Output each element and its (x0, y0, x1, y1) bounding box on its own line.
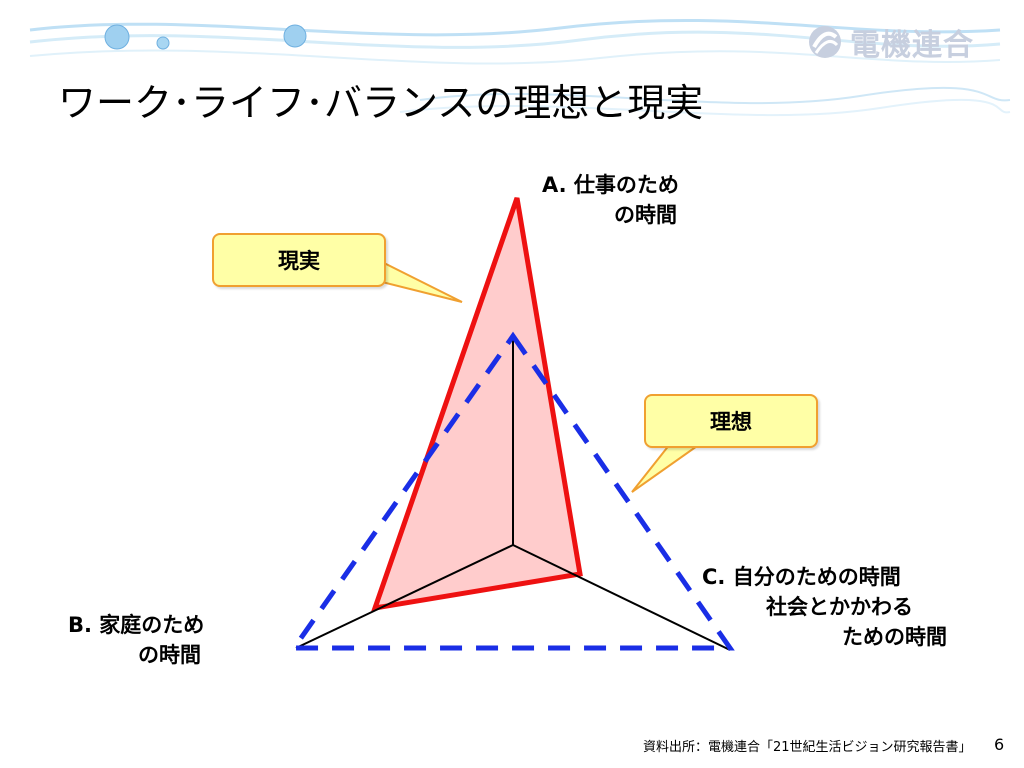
axis-a-label-line1: A. 仕事のため (542, 173, 679, 197)
axis-b-label-line1: B. 家庭のため (68, 613, 205, 637)
logo-text: 電機連合 (850, 28, 974, 63)
axis-b-label: B. 家庭のため の時間 (68, 610, 204, 670)
ideal-triangle (289, 331, 735, 651)
axis-b-label-line2: の時間 (138, 643, 201, 667)
callout-ideal-pointer (631, 443, 704, 493)
bubble-icon (104, 24, 130, 50)
axis-c-label: C. 自分のための時間 社会とかかわる ための時間 (702, 562, 947, 652)
real-polygon (371, 197, 583, 612)
axis-c-label-line3: ための時間 (842, 625, 947, 649)
axis-c-label-line2: 社会とかかわる (766, 595, 913, 619)
callout-real: 現実 (212, 233, 386, 287)
axis-c-line (512, 544, 731, 651)
logo: 電機連合 (806, 20, 974, 64)
callout-real-pointer (381, 260, 463, 303)
header-wave-decoration (29, 18, 1011, 117)
bubble-icon (156, 36, 170, 50)
callout-real-label: 現実 (278, 249, 320, 273)
axis-c-label-line1: C. 自分のための時間 (702, 565, 901, 589)
page-title: ワーク･ライフ･バランスの理想と現実 (58, 81, 704, 125)
axis-a-label: A. 仕事のため の時間 (542, 170, 679, 230)
axis-b-line (295, 544, 514, 649)
source-note: 資料出所：電機連合「21世紀生活ビジョン研究報告書」 (643, 740, 972, 755)
callout-ideal: 理想 (644, 394, 818, 448)
bubble-icon (283, 24, 307, 48)
page-number: 6 (994, 735, 1005, 754)
callout-ideal-label: 理想 (710, 410, 752, 434)
axis-a-label-line2: の時間 (614, 203, 677, 227)
logo-mark-icon (809, 26, 841, 58)
